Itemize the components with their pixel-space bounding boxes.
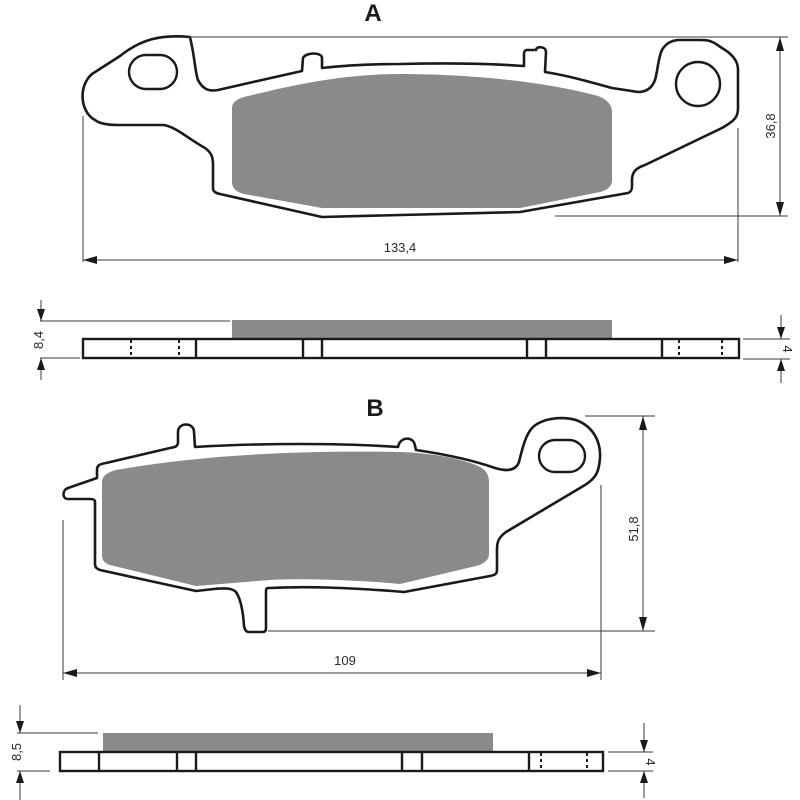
arrow-down-icon xyxy=(16,721,24,733)
pad-b-side-backplate xyxy=(58,750,605,773)
pad-a-right-mounting-hole xyxy=(674,60,722,108)
pad-a-height-value: 36,8 xyxy=(763,113,778,138)
arrow-right-icon xyxy=(587,669,601,677)
arrow-up-icon xyxy=(16,771,24,783)
pad-b-mounting-slot xyxy=(537,438,587,474)
pad-a-backplate-thickness-value: 4 xyxy=(780,345,795,352)
arrow-down-icon xyxy=(640,740,648,752)
pad-a-width-value: 133,4 xyxy=(384,240,417,255)
arrow-down-icon xyxy=(776,202,784,216)
pad-b-label: B xyxy=(366,395,383,422)
pad-a-top-view: A 133,4 36,8 xyxy=(81,0,788,264)
pad-b-width-value: 109 xyxy=(334,653,356,668)
pad-a-friction-material xyxy=(232,74,612,208)
arrow-up-icon xyxy=(640,771,648,783)
arrow-right-icon xyxy=(724,256,738,264)
arrow-up-icon xyxy=(37,358,45,370)
arrow-down-icon xyxy=(37,309,45,321)
pad-a-label: A xyxy=(364,0,381,27)
pad-b-side-view: 8,5 4 xyxy=(9,705,658,800)
pad-b-side-friction-material xyxy=(103,733,493,752)
pad-b-top-view: B 109 51,8 xyxy=(62,395,655,680)
pad-a-side-friction-material xyxy=(232,320,612,339)
pad-a-side-backplate xyxy=(81,337,741,360)
arrow-down-icon xyxy=(639,617,647,631)
arrow-left-icon xyxy=(83,256,97,264)
pad-a-left-mounting-slot xyxy=(127,53,179,91)
arrow-left-icon xyxy=(63,669,77,677)
arrow-up-icon xyxy=(777,359,785,371)
pad-b-total-thickness-value: 8,5 xyxy=(9,743,24,761)
arrow-down-icon xyxy=(777,327,785,339)
pad-a-side-view: 8,4 4 xyxy=(31,300,795,383)
arrow-up-icon xyxy=(639,416,647,430)
pad-a-total-thickness-value: 8,4 xyxy=(31,331,46,349)
pad-b-height-value: 51,8 xyxy=(626,516,641,541)
pad-b-backplate-thickness-value: 4 xyxy=(643,758,658,765)
pad-b-friction-material xyxy=(102,451,489,586)
arrow-up-icon xyxy=(776,37,784,51)
